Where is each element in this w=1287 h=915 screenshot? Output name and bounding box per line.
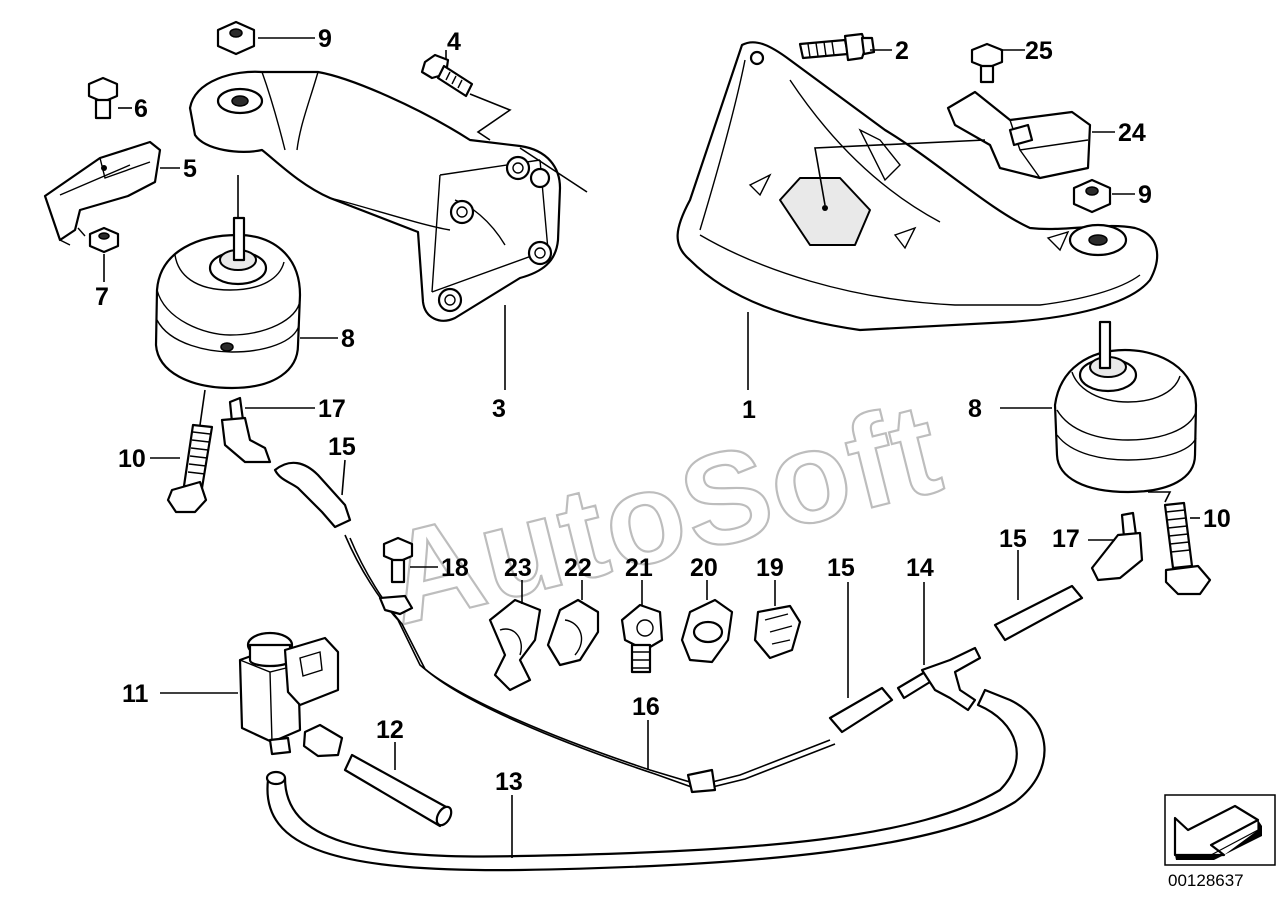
part-4-bolt [420, 53, 474, 98]
callout-8-left: 8 [341, 325, 355, 353]
callout-10-left: 10 [118, 445, 146, 473]
callout-20: 20 [690, 554, 718, 582]
callout-18: 18 [441, 554, 469, 582]
part-7-nut [88, 226, 120, 254]
part-22-clip [546, 598, 600, 667]
part-2-bolt [798, 32, 876, 62]
part-18-bolt [378, 536, 414, 616]
part-12-hose-short [343, 753, 453, 828]
callout-17-right: 17 [1052, 525, 1080, 553]
callout-17-left: 17 [318, 395, 346, 423]
part-20-clip [680, 598, 734, 664]
part-11-solenoid-valve [238, 631, 344, 758]
drawing-code: 00128637 [1168, 871, 1244, 890]
part-10-bolt-right [1163, 501, 1212, 596]
callout-21: 21 [625, 554, 653, 582]
part-8-engine-mount-right [1053, 320, 1198, 494]
callout-7: 7 [95, 283, 109, 311]
part-9-nut-left [216, 20, 256, 56]
callout-9-left: 9 [318, 25, 332, 53]
part-17-elbow-right [1090, 511, 1144, 582]
part-5-heat-shield [43, 140, 162, 246]
callout-3: 3 [492, 395, 506, 423]
part-15-hose-right [993, 584, 1084, 642]
part-10-bolt-left [166, 423, 214, 514]
callout-16: 16 [632, 693, 660, 721]
part-9-nut-right [1072, 178, 1112, 214]
watermark: AutoSoft [370, 373, 955, 653]
part-24-cover [946, 90, 1092, 180]
callout-2: 2 [895, 37, 909, 65]
part-14-t-connector [896, 646, 982, 712]
callout-9-right: 9 [1138, 181, 1152, 209]
part-16-vacuum-line [344, 534, 836, 794]
callout-24: 24 [1118, 119, 1146, 147]
callout-23: 23 [504, 554, 532, 582]
callout-8-right: 8 [968, 395, 982, 423]
part-17-elbow-left [220, 396, 272, 464]
part-19-clip [753, 604, 802, 660]
callout-numbers: 1 2 3 4 5 6 7 8 8 9 9 10 10 11 12 13 14 … [95, 25, 1231, 796]
callout-1: 1 [742, 396, 756, 424]
part-1-engine-bracket-right [676, 41, 1159, 332]
part-6-bolt [87, 76, 119, 120]
part-23-clip [488, 598, 542, 692]
callout-15-right: 15 [999, 525, 1027, 553]
callout-4: 4 [447, 28, 461, 56]
part-15-hose-middle [828, 686, 894, 734]
callout-10-right: 10 [1203, 505, 1231, 533]
part-3-engine-bracket-left [188, 70, 562, 322]
callout-6: 6 [134, 95, 148, 123]
callout-14: 14 [906, 554, 934, 582]
part-21-clip [620, 603, 664, 674]
leader-lines [103, 37, 1200, 858]
watermark-text: AutoSoft [372, 374, 955, 652]
callout-19: 19 [756, 554, 784, 582]
part-8-engine-mount-left [154, 216, 302, 390]
callout-13: 13 [495, 768, 523, 796]
callout-15-upper: 15 [328, 433, 356, 461]
part-13-hose-long [265, 688, 1046, 872]
callout-25: 25 [1025, 37, 1053, 65]
callout-5: 5 [183, 155, 197, 183]
part-25-bolt [970, 42, 1004, 84]
direction-arrow-icon [1164, 794, 1276, 866]
callout-11: 11 [122, 680, 149, 708]
callout-22: 22 [564, 554, 592, 582]
callout-12: 12 [376, 716, 404, 744]
callout-15-middle: 15 [827, 554, 855, 582]
part-15-hose-upper [273, 461, 352, 529]
